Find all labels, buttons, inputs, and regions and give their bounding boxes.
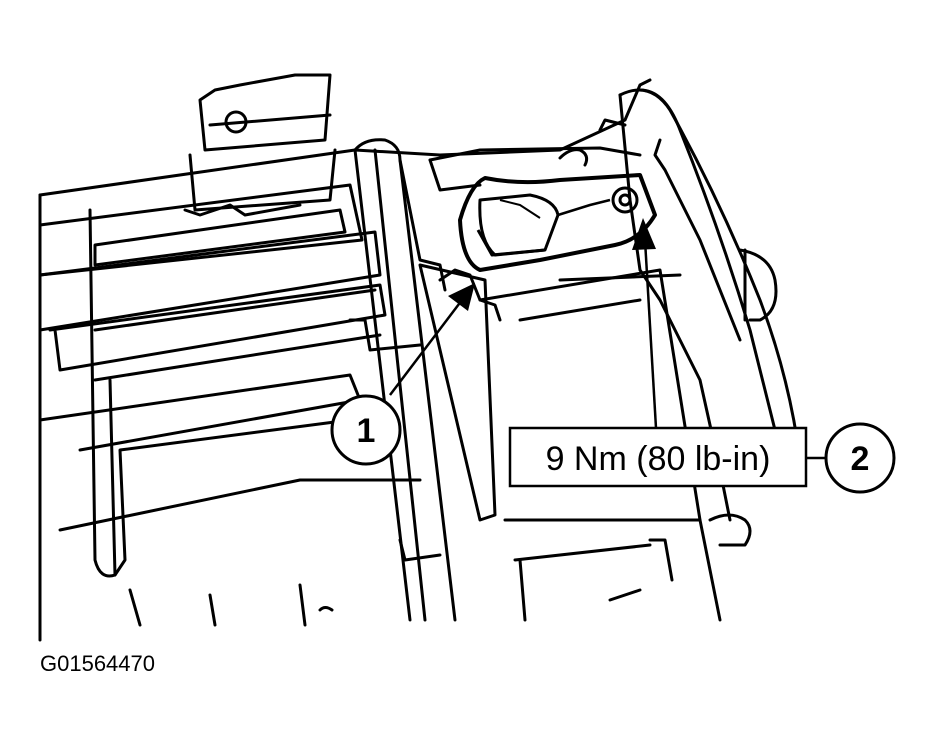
callout-2-number: 2: [851, 440, 870, 478]
torque-spec-text: 9 Nm (80 lb-in): [546, 440, 771, 478]
callout-1: 1: [330, 394, 402, 466]
callout-2: 2: [824, 422, 896, 494]
sensor-component: [458, 173, 657, 272]
figure-code: G01564470: [40, 651, 155, 676]
callout-2-leader: [632, 218, 825, 460]
housing-drawing: [38, 73, 802, 642]
bolt-icon: [611, 186, 639, 214]
callout-1-leader: [389, 283, 475, 396]
torque-label: 9 Nm (80 lb-in): [508, 426, 808, 488]
callout-1-number: 1: [357, 412, 376, 450]
